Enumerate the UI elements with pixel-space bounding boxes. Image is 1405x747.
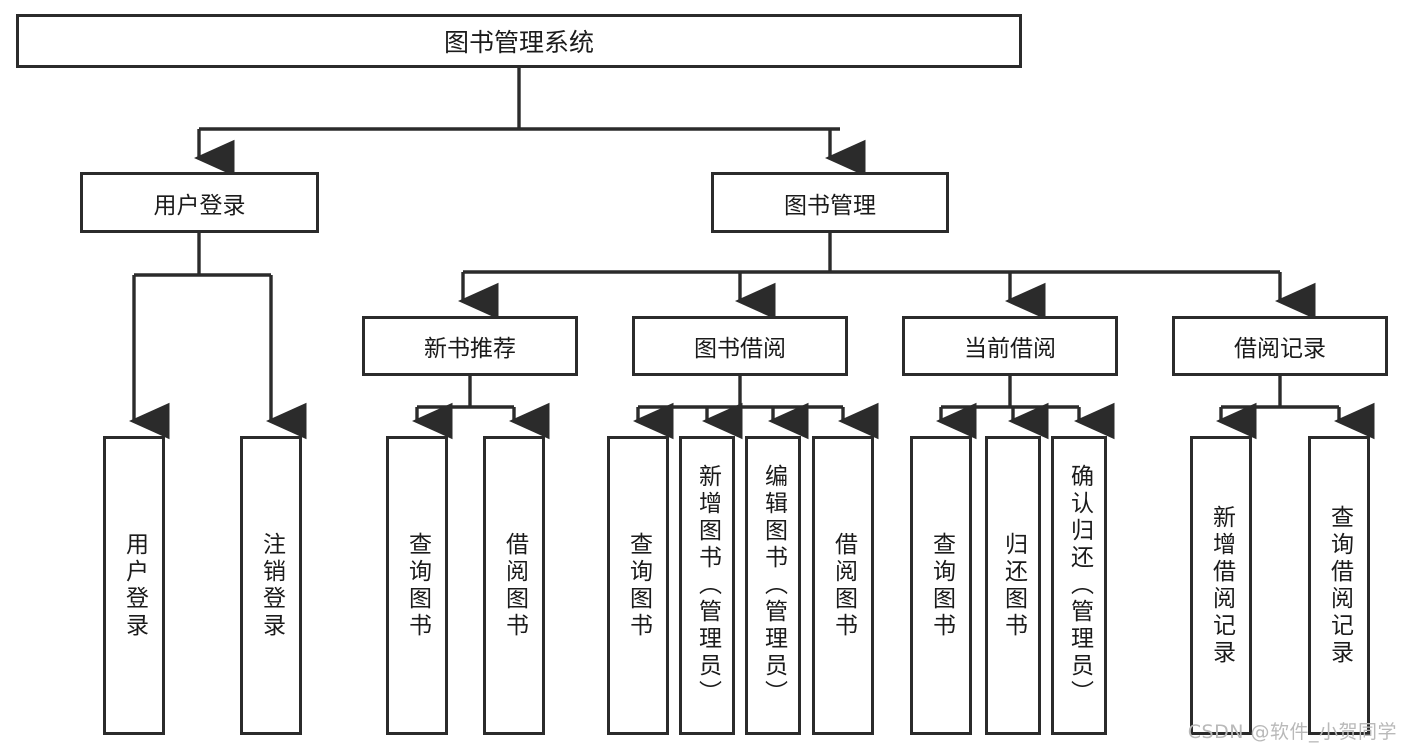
node-current-borrow-label: 当前借阅 — [964, 336, 1056, 362]
node-book-borrow-label: 图书借阅 — [694, 336, 786, 362]
leaf-borrow-query-book-label: 查询图书 — [625, 531, 652, 640]
leaf-add-book-admin-label: 新增图书（管理员） — [694, 464, 721, 707]
leaf-rec-query-book[interactable]: 查询图书 — [386, 436, 448, 735]
leaf-query-borrow-record[interactable]: 查询借阅记录 — [1308, 436, 1370, 735]
leaf-edit-book-admin-label: 编辑图书（管理员） — [760, 464, 787, 707]
leaf-confirm-return-admin-label: 确认归还（管理员） — [1066, 464, 1093, 707]
leaf-logout[interactable]: 注销登录 — [240, 436, 302, 735]
node-borrow-record-label: 借阅记录 — [1234, 336, 1326, 362]
leaf-edit-book-admin[interactable]: 编辑图书（管理员） — [745, 436, 801, 735]
node-borrow-record[interactable]: 借阅记录 — [1172, 316, 1388, 376]
node-book-borrow[interactable]: 图书借阅 — [632, 316, 848, 376]
node-book-manage-label: 图书管理 — [784, 192, 876, 219]
leaf-cur-query-book[interactable]: 查询图书 — [910, 436, 972, 735]
leaf-borrow-query-book[interactable]: 查询图书 — [607, 436, 669, 735]
leaf-confirm-return-admin[interactable]: 确认归还（管理员） — [1051, 436, 1107, 735]
leaf-borrow-book-label: 借阅图书 — [830, 531, 857, 640]
node-book-manage[interactable]: 图书管理 — [711, 172, 949, 233]
leaf-logout-label: 注销登录 — [258, 531, 285, 640]
leaf-query-borrow-record-label: 查询借阅记录 — [1326, 504, 1353, 667]
leaf-add-borrow-record[interactable]: 新增借阅记录 — [1190, 436, 1252, 735]
leaf-add-book-admin[interactable]: 新增图书（管理员） — [679, 436, 735, 735]
node-user-login-label: 用户登录 — [153, 192, 246, 219]
leaf-user-login-label: 用户登录 — [121, 531, 148, 640]
node-current-borrow[interactable]: 当前借阅 — [902, 316, 1118, 376]
leaf-add-borrow-record-label: 新增借阅记录 — [1208, 504, 1235, 667]
leaf-user-login[interactable]: 用户登录 — [103, 436, 165, 735]
node-new-book-rec[interactable]: 新书推荐 — [362, 316, 578, 376]
csdn-watermark: CSDN @软件_小贺同学 — [1187, 721, 1397, 743]
node-user-login[interactable]: 用户登录 — [80, 172, 319, 233]
node-root-label: 图书管理系统 — [443, 28, 594, 57]
node-new-book-rec-label: 新书推荐 — [424, 336, 516, 362]
leaf-rec-borrow-book[interactable]: 借阅图书 — [483, 436, 545, 735]
leaf-return-book[interactable]: 归还图书 — [985, 436, 1041, 735]
node-root[interactable]: 图书管理系统 — [16, 14, 1022, 68]
leaf-borrow-book[interactable]: 借阅图书 — [812, 436, 874, 735]
leaf-return-book-label: 归还图书 — [1000, 531, 1027, 640]
leaf-rec-query-book-label: 查询图书 — [404, 531, 431, 640]
leaf-cur-query-book-label: 查询图书 — [928, 531, 955, 640]
leaf-rec-borrow-book-label: 借阅图书 — [501, 531, 528, 640]
